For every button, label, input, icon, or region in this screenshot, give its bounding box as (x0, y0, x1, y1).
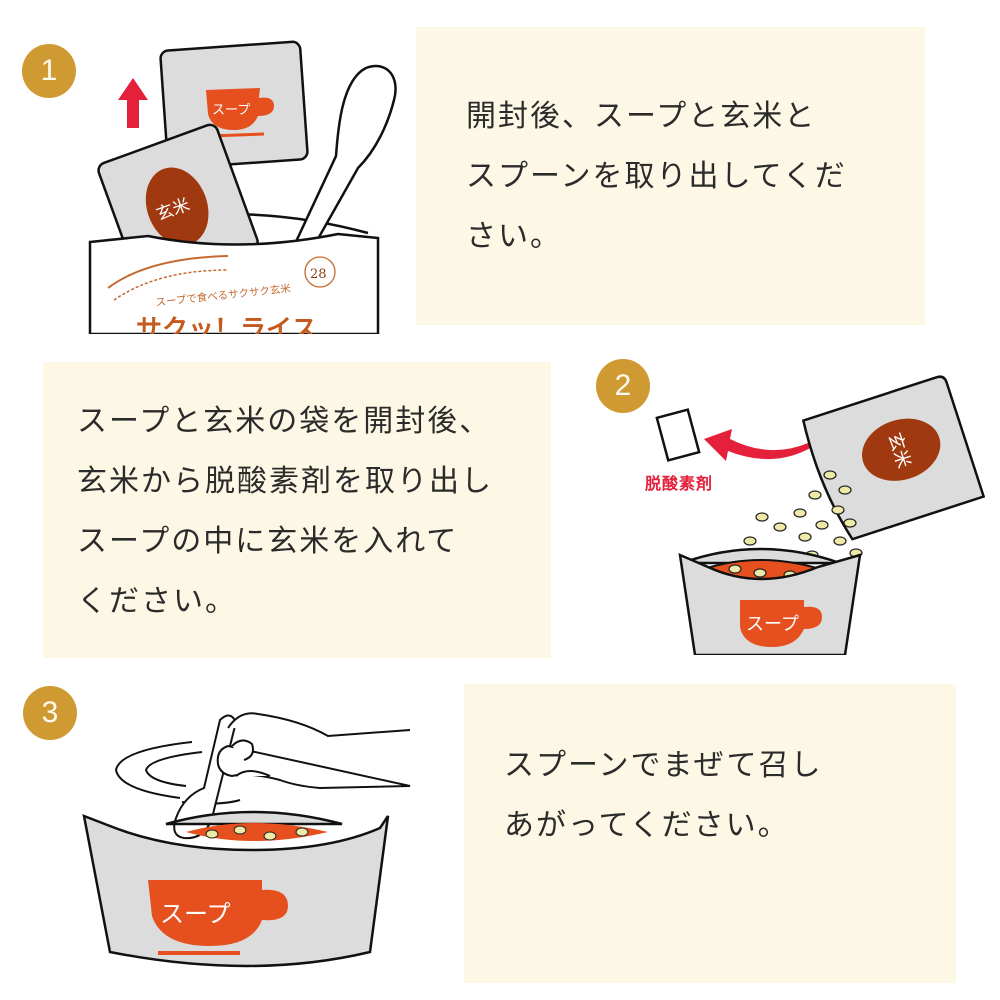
step-2-number-badge: 2 (596, 359, 650, 413)
svg-text:スープ: スープ (212, 103, 250, 118)
step-1-illustration: スープ 玄米 28 スープで食べるサクサク玄米 サクッ！ライス (88, 38, 408, 334)
step-1-number-badge: 1 (22, 44, 76, 98)
product-package-icon: 28 スープで食べるサクサク玄米 サクッ！ライス (88, 232, 380, 334)
up-arrow-icon (118, 78, 148, 128)
step-3-instruction-text: スプーンでまぜて召し あがってください。 (504, 748, 823, 843)
hand-icon (216, 712, 411, 790)
svg-text:28: 28 (310, 267, 327, 282)
spoon-icon (173, 714, 238, 840)
svg-text:サクッ！ライス: サクッ！ライス (136, 315, 317, 334)
soup-cup-icon: スープ (678, 547, 862, 655)
svg-text:スープ: スープ (746, 614, 799, 635)
step-3-illustration: スープ (80, 690, 420, 990)
step-1-instruction-text: 開封後、スープと玄米と スプーンを取り出してくだ さい。 (466, 99, 847, 254)
step-3-number-badge: 3 (23, 686, 77, 740)
rice-packet-icon: 玄米 (801, 375, 985, 541)
deoxidizer-packet-icon (655, 408, 701, 462)
deoxidizer-label: 脱酸素剤 (645, 474, 714, 493)
step-2-instruction-box: スープと玄米の袋を開封後、 玄米から脱酸素剤を取り出し スープの中に玄米を入れて… (43, 362, 551, 658)
soup-cup-icon: スープ (82, 810, 390, 968)
step-2-instruction-text: スープと玄米の袋を開封後、 玄米から脱酸素剤を取り出し スープの中に玄米を入れて… (77, 404, 493, 619)
step-1-instruction-box: 開封後、スープと玄米と スプーンを取り出してくだ さい。 (416, 27, 925, 325)
step-3-instruction-box: スプーンでまぜて召し あがってください。 (464, 684, 956, 983)
left-curved-arrow-icon (704, 429, 812, 461)
svg-text:スープ: スープ (160, 900, 231, 928)
step-2-illustration: 玄米 スープ (640, 355, 985, 655)
